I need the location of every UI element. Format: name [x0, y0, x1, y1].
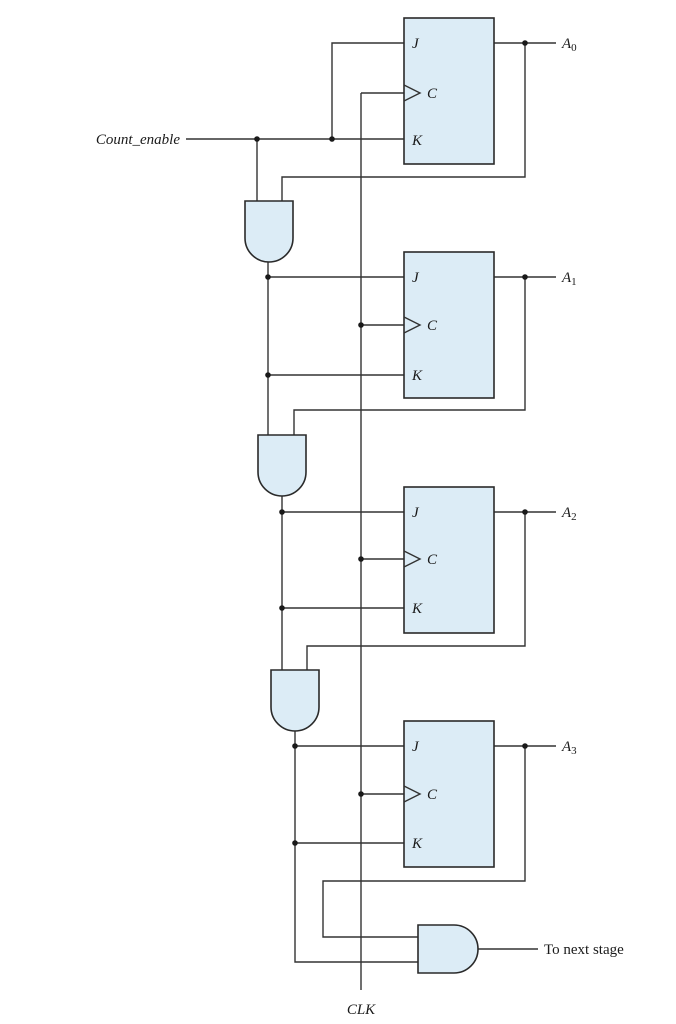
junction-dot: [265, 274, 271, 280]
pin-c-label: C: [427, 787, 438, 803]
junction-dot: [522, 40, 528, 46]
and-gate-final: [417, 924, 479, 974]
clk-label: CLK: [347, 1002, 376, 1018]
jk-flip-flop-0: J C K: [403, 17, 495, 165]
output-a2-label: A2: [561, 505, 577, 523]
junction-dot: [358, 556, 364, 562]
junction-dot: [522, 743, 528, 749]
to-next-stage-label: To next stage: [544, 942, 624, 958]
junction-dot: [292, 743, 298, 749]
junction-dots: [254, 40, 528, 846]
pin-c-label: C: [427, 86, 438, 102]
pin-j-label: J: [412, 36, 420, 52]
junction-dot: [358, 791, 364, 797]
junction-dot: [254, 136, 260, 142]
output-a3-label: A3: [561, 739, 577, 757]
pin-c-label: C: [427, 318, 438, 334]
and-gate-3: [270, 669, 320, 732]
junction-dot: [358, 322, 364, 328]
junction-dot: [292, 840, 298, 846]
jk-flip-flop-2: J C K: [403, 486, 495, 634]
pin-j-label: J: [412, 739, 420, 755]
junction-dot: [522, 274, 528, 280]
output-a0-label: A0: [561, 36, 577, 54]
junction-dot: [279, 605, 285, 611]
pin-k-label: K: [411, 368, 423, 384]
wires: [186, 42, 556, 990]
pin-c-label: C: [427, 552, 438, 568]
junction-dot: [329, 136, 335, 142]
pin-k-label: K: [411, 133, 423, 149]
junction-dot: [279, 509, 285, 515]
output-a1-label: A1: [561, 270, 577, 288]
jk-flip-flop-3: J C K: [403, 720, 495, 868]
pin-k-label: K: [411, 836, 423, 852]
jk-flip-flop-1: J C K: [403, 251, 495, 399]
count-enable-label: Count_enable: [96, 132, 180, 148]
pin-k-label: K: [411, 601, 423, 617]
pin-j-label: J: [412, 270, 420, 286]
and-gate-2: [257, 434, 307, 497]
junction-dot: [522, 509, 528, 515]
pin-j-label: J: [412, 505, 420, 521]
and-gate-1: [244, 200, 294, 263]
junction-dot: [265, 372, 271, 378]
